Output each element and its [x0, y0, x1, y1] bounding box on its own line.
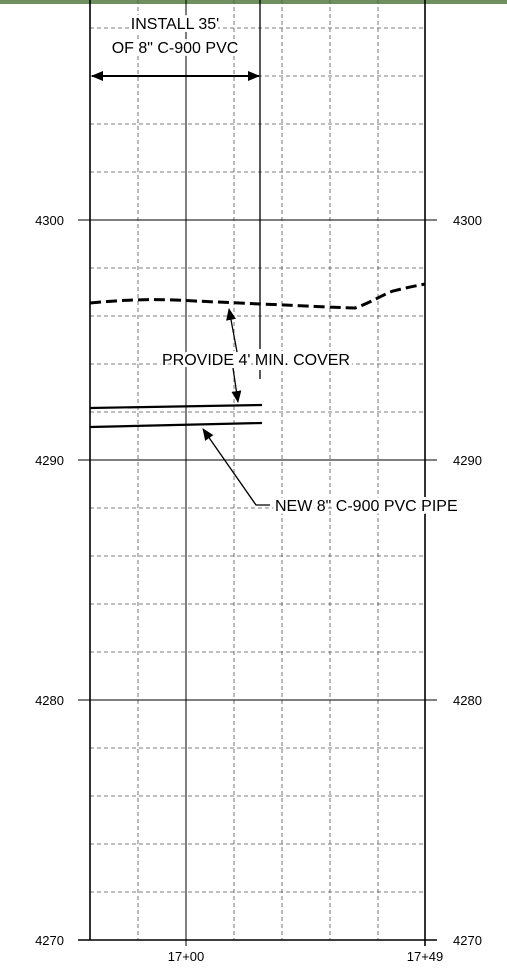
top-edge-artifact [0, 0, 507, 4]
cover-leader-down [231, 367, 242, 403]
install-length-note: INSTALL 35' OF 8" C-900 PVC [91, 13, 260, 81]
install-note-line1: INSTALL 35' [131, 16, 219, 33]
elevation-label: 4300 [453, 213, 482, 228]
proposed-pipe [89, 403, 263, 429]
cover-note: PROVIDE 4' MIN. COVER [159, 308, 353, 403]
pipe-callout: NEW 8" C-900 PVC PIPE [202, 428, 461, 518]
station-label: 17+00 [168, 949, 205, 964]
elevation-label: 4280 [453, 693, 482, 708]
station-labels: 17+00 17+49 [168, 949, 444, 964]
major-grid [78, 0, 437, 946]
elevation-labels-left: 4300 4290 4280 4270 [35, 213, 64, 948]
existing-ground-line [89, 282, 426, 310]
elevation-labels-right: 4300 4290 4280 4270 [453, 213, 482, 948]
cover-note-text: PROVIDE 4' MIN. COVER [162, 352, 350, 369]
elevation-label: 4270 [35, 933, 64, 948]
station-label: 17+49 [407, 949, 444, 964]
elevation-label: 4300 [35, 213, 64, 228]
cover-leader-up [226, 308, 238, 353]
elevation-label: 4290 [35, 453, 64, 468]
profile-frame [78, 0, 437, 946]
install-note-line2: OF 8" C-900 PVC [112, 40, 239, 57]
elevation-label: 4270 [453, 933, 482, 948]
pipe-leader [202, 428, 270, 506]
elevation-label: 4280 [35, 693, 64, 708]
elevation-label: 4290 [453, 453, 482, 468]
pipe-callout-text: NEW 8" C-900 PVC PIPE [275, 498, 458, 515]
minor-grid [90, 0, 425, 940]
